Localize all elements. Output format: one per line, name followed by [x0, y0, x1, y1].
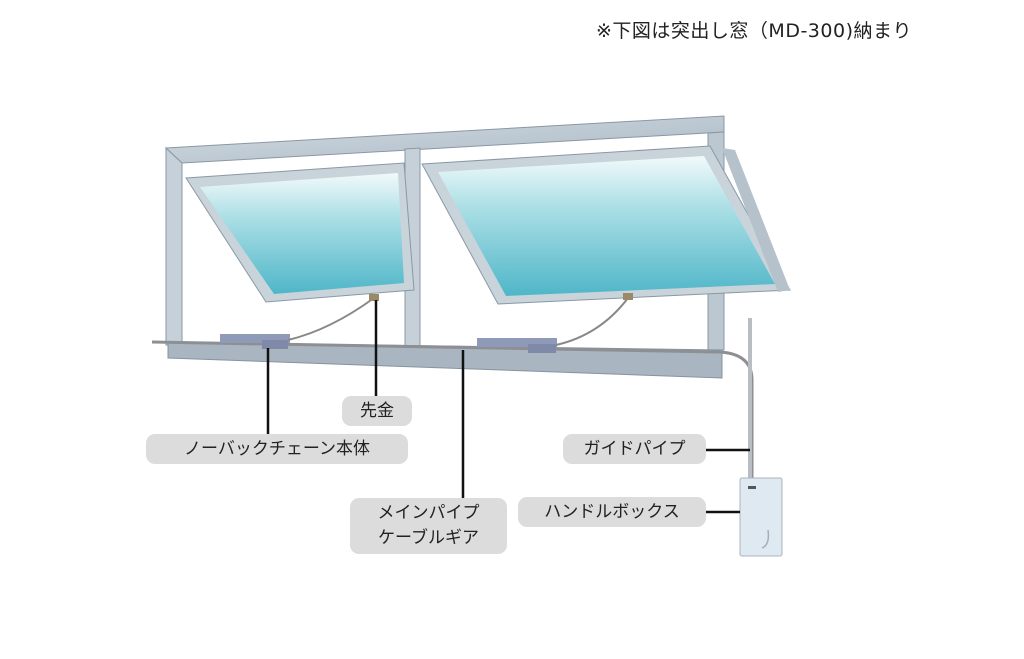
label-tip-hardware: 先金: [342, 396, 412, 426]
label-main-pipe-line1: メインパイプ: [377, 503, 480, 523]
right-sash: [421, 145, 791, 305]
handle-box: [739, 477, 783, 557]
label-main-pipe-line2: ケーブルギア: [378, 528, 479, 548]
leader-lines: [266, 300, 750, 514]
label-guide-pipe: ガイドパイプ: [563, 434, 706, 464]
no-back-chain-left: [220, 294, 379, 349]
left-sash: [185, 162, 415, 303]
label-handle-box: ハンドルボックス: [518, 497, 706, 527]
label-main-pipe: メインパイプ ケーブルギア: [350, 498, 507, 554]
figure-note: ※下図は突出し窓（MD-300)納まり: [596, 20, 912, 42]
label-no-back-chain: ノーバックチェーン本体: [146, 434, 408, 464]
no-back-chain-right: [477, 293, 633, 353]
